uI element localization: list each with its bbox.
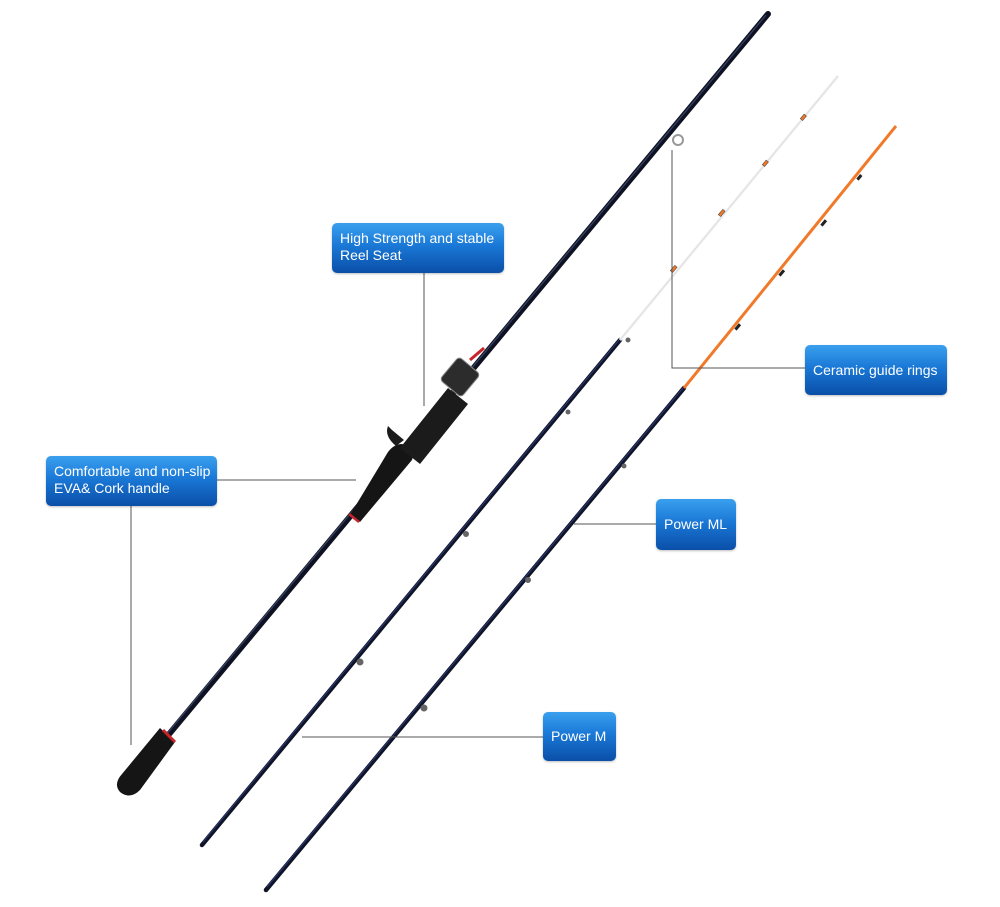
callout-power-m-text: Power M xyxy=(551,728,607,744)
callout-reel-seat: High Strength and stable Reel Seat xyxy=(332,223,504,273)
callout-guide-rings: Ceramic guide rings xyxy=(805,345,947,395)
callout-power-m: Power M xyxy=(543,712,616,761)
power-ml-rod xyxy=(263,125,898,893)
callout-handle: Comfortable and non-slip EVA& Cork handl… xyxy=(46,456,217,506)
fore-grip xyxy=(350,444,413,522)
main-rod xyxy=(116,11,771,796)
reel-seat xyxy=(400,388,468,464)
callout-handle-line2: EVA& Cork handle xyxy=(54,480,170,496)
callout-power-ml-text: Power ML xyxy=(664,516,728,532)
main-rod-guide xyxy=(672,134,684,146)
leader-guides xyxy=(671,150,805,369)
callout-handle-line1: Comfortable and non-slip xyxy=(54,463,211,479)
rear-grip xyxy=(116,728,175,796)
callout-reel-seat-line1: High Strength and stable xyxy=(340,230,495,246)
leader-lines xyxy=(130,150,805,745)
reel-seat-trigger xyxy=(387,426,404,446)
power-m-rod xyxy=(199,75,840,848)
callout-power-ml: Power ML xyxy=(656,499,736,550)
callout-reel-seat-line2: Reel Seat xyxy=(340,247,402,263)
callout-guide-rings-text: Ceramic guide rings xyxy=(813,362,938,378)
